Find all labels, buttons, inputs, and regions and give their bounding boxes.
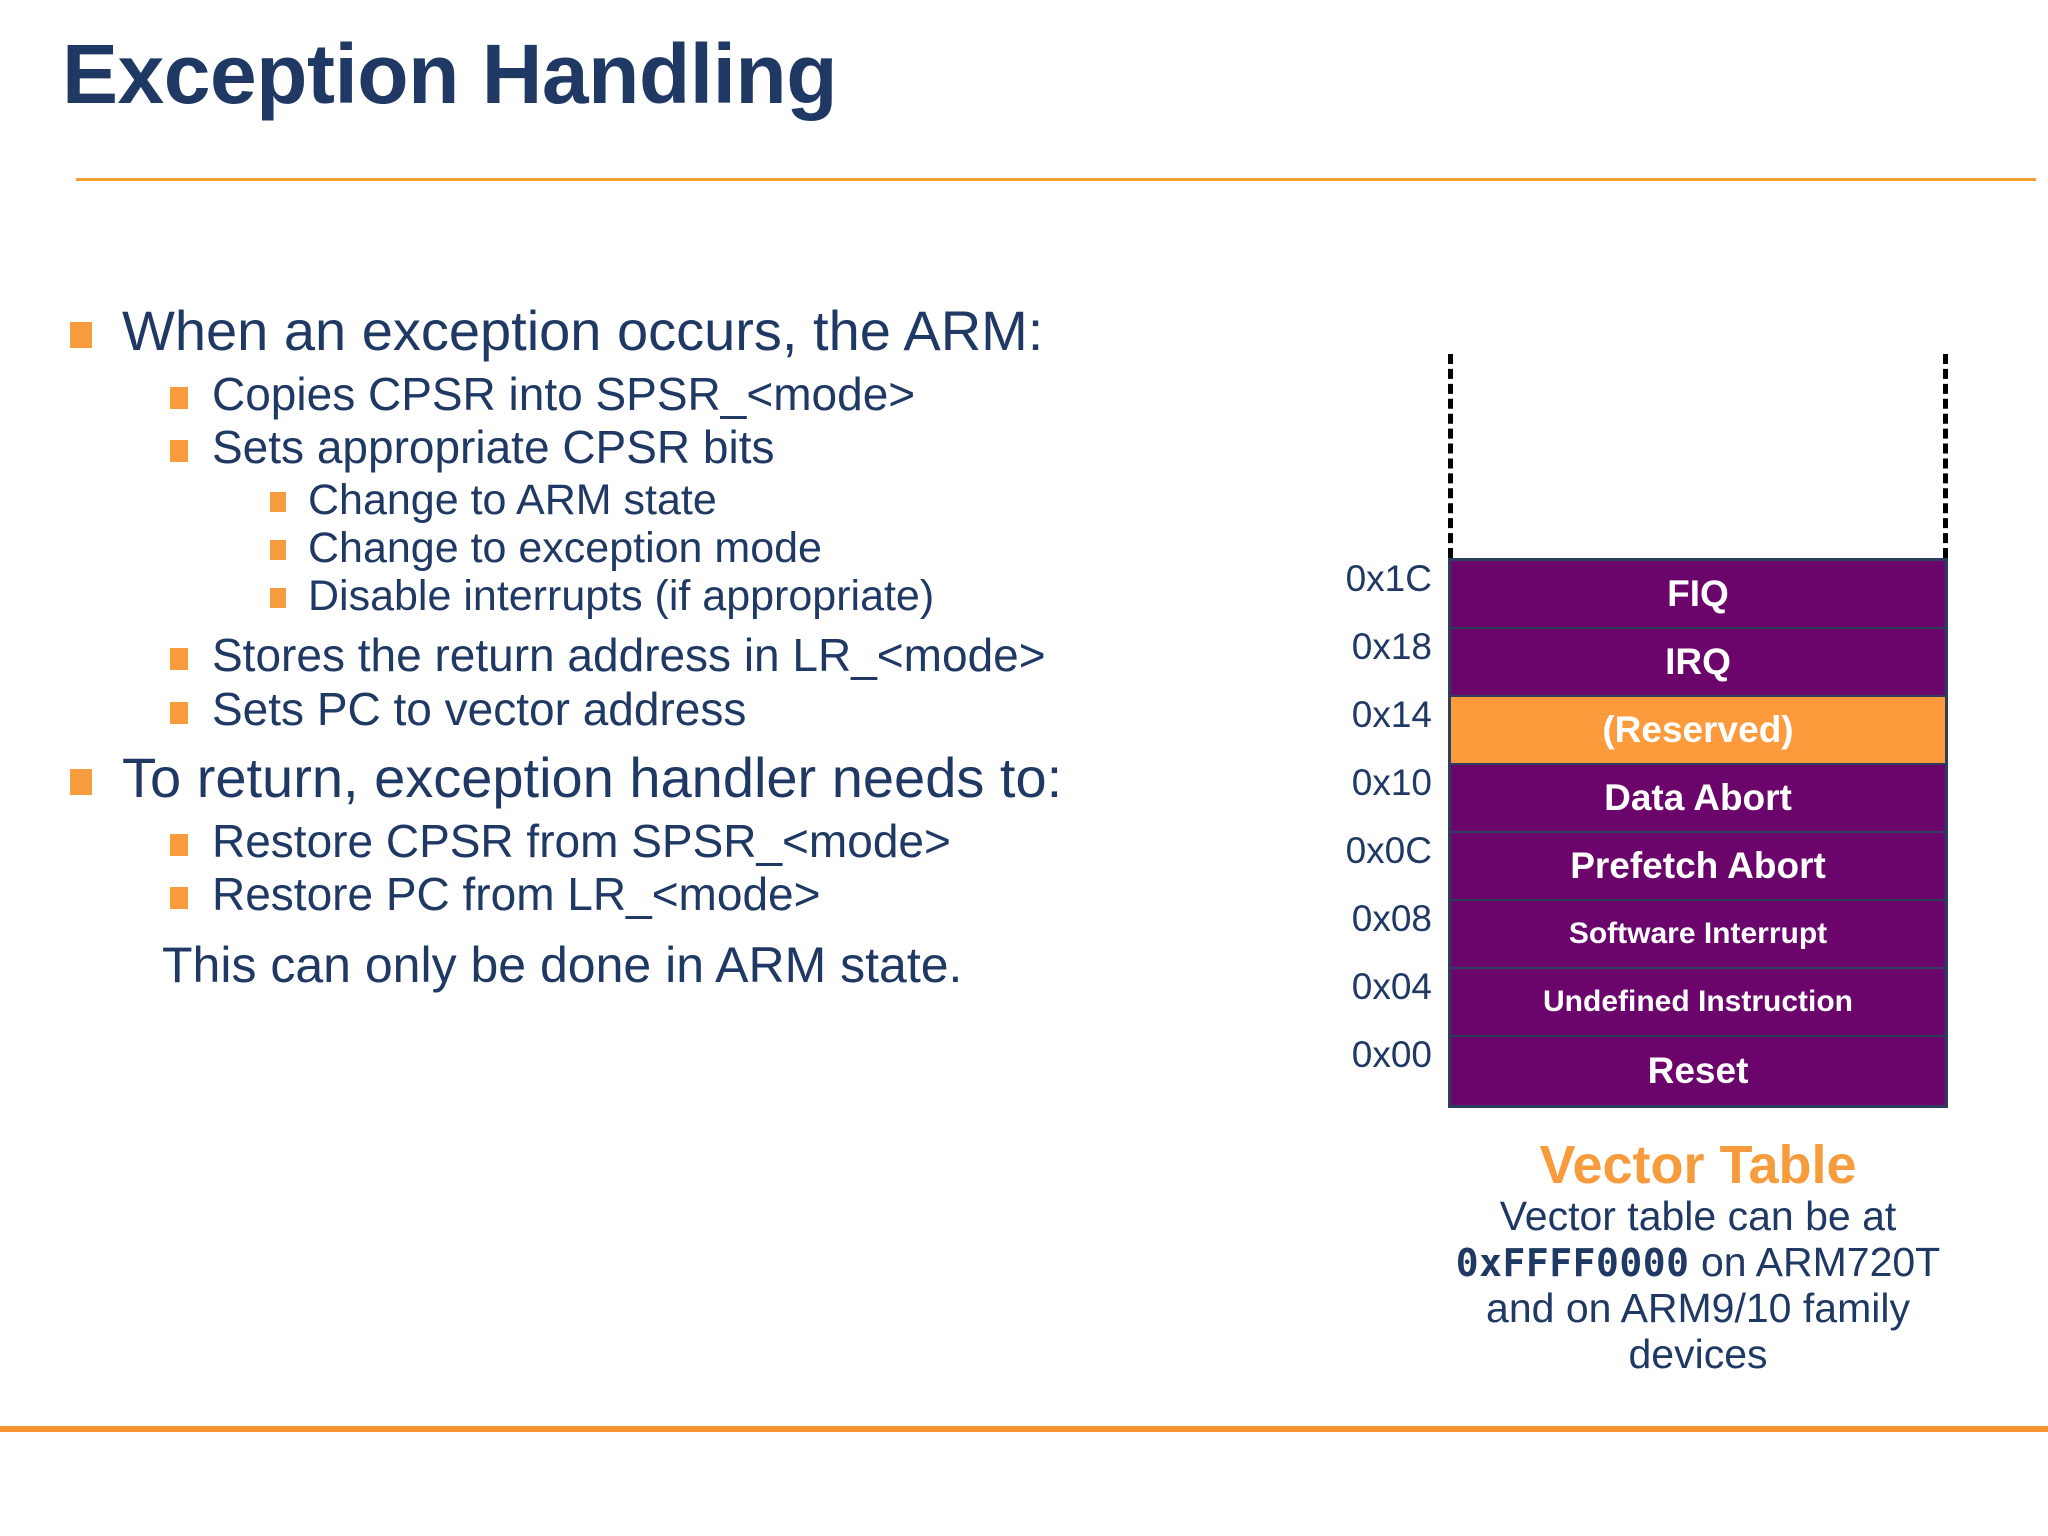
address-label: 0x18: [1351, 626, 1432, 667]
address-label: 0x08: [1351, 898, 1432, 939]
vector-table-graphic: FIQ IRQ (Reserved) Data Abort Prefetch A…: [1448, 354, 1948, 1108]
address-label: 0x1C: [1345, 558, 1432, 599]
caption-line-4: devices: [1628, 1331, 1768, 1378]
vector-row-undefined-instruction: Undefined Instruction: [1451, 969, 1945, 1037]
caption-title: Vector Table: [1539, 1135, 1857, 1195]
bullet-level2-restore-pc: Restore PC from LR_<mode>: [170, 869, 1390, 921]
bullet-level2-copies-cpsr: Copies CPSR into SPSR_<mode>: [170, 367, 1390, 421]
address-label: 0x04: [1351, 966, 1432, 1007]
caption-line-2-rest: on ARM720T: [1689, 1239, 1941, 1286]
spacer: [70, 923, 1390, 937]
vector-table: FIQ IRQ (Reserved) Data Abort Prefetch A…: [1448, 558, 1948, 1108]
bullet-square-icon: [70, 769, 92, 796]
caption-line-2: 0xFFFF0000 on ARM720T: [1428, 1239, 1968, 1286]
bullet-level2-restore-cpsr: Restore CPSR from SPSR_<mode>: [170, 814, 1390, 868]
title-underline-rule: [76, 178, 2036, 181]
bullet-square-icon: [170, 386, 188, 409]
bullet-text: Disable interrupts (if appropriate): [308, 572, 935, 621]
bullet-text: Change to ARM state: [308, 475, 717, 524]
vector-row-reserved: (Reserved): [1451, 697, 1945, 765]
bullet-text: Restore CPSR from SPSR_<mode>: [212, 814, 951, 867]
bullet-text: When an exception occurs, the ARM:: [122, 299, 1044, 362]
bullet-square-icon: [70, 322, 92, 348]
caption-line-3: and on ARM9/10 family: [1486, 1285, 1910, 1332]
vector-table-caption: Vector Table Vector table can be at 0xFF…: [1428, 1136, 1968, 1378]
bullet-level3-change-exception-mode: Change to exception mode: [270, 524, 1390, 572]
vector-row-data-abort: Data Abort: [1451, 765, 1945, 833]
bullet-text: Restore PC from LR_<mode>: [212, 868, 821, 921]
bullet-level2-stores-return-address: Stores the return address in LR_<mode>: [170, 630, 1390, 682]
bullet-level2-sets-pc-vector: Sets PC to vector address: [170, 682, 1390, 736]
bullet-text: Stores the return address in LR_<mode>: [212, 629, 1046, 682]
caption-line-1: Vector table can be at: [1499, 1193, 1897, 1240]
body-content: When an exception occurs, the ARM: Copie…: [70, 299, 1390, 995]
bullet-square-icon: [170, 887, 188, 910]
bullet-text: Sets appropriate CPSR bits: [212, 421, 775, 474]
caption-hex-address: 0xFFFF0000: [1455, 1241, 1690, 1286]
bullet-level1-to-return: To return, exception handler needs to:: [70, 747, 1390, 810]
dashed-line-left-icon: [1448, 354, 1453, 558]
bullet-level2-sets-cpsr-bits: Sets appropriate CPSR bits: [170, 422, 1390, 474]
bullet-text: Copies CPSR into SPSR_<mode>: [212, 367, 916, 420]
bullet-text: Change to exception mode: [308, 523, 822, 572]
vector-address-column: 0x1C 0x18 0x14 0x10 0x0C 0x08 0x04 0x00: [1296, 558, 1432, 1102]
page-title: Exception Handling: [62, 27, 838, 121]
dashed-line-right-icon: [1943, 354, 1948, 558]
vector-row-software-interrupt: Software Interrupt: [1451, 901, 1945, 969]
bullet-level3-change-arm-state: Change to ARM state: [270, 476, 1390, 524]
footer-rule: [0, 1426, 2048, 1432]
closing-statement: This can only be done in ARM state.: [162, 937, 963, 993]
bullet-square-icon: [170, 833, 188, 856]
address-label: 0x14: [1351, 694, 1432, 735]
bullet-square-icon: [270, 491, 286, 512]
vector-row-prefetch-abort: Prefetch Abort: [1451, 833, 1945, 901]
bullet-square-icon: [170, 648, 188, 671]
vector-table-continuation-dashes: [1448, 354, 1948, 558]
bullet-square-icon: [170, 440, 188, 463]
bullet-square-icon: [270, 539, 286, 560]
bullet-square-icon: [170, 701, 188, 724]
bullet-level1-when-exception: When an exception occurs, the ARM:: [70, 299, 1390, 363]
bullet-text: Sets PC to vector address: [212, 682, 747, 735]
address-label: 0x0C: [1345, 830, 1432, 871]
vector-row-irq: IRQ: [1451, 629, 1945, 697]
address-label: 0x10: [1351, 762, 1432, 803]
bullet-square-icon: [270, 588, 286, 609]
bullet-level3-disable-interrupts: Disable interrupts (if appropriate): [270, 572, 1390, 620]
vector-row-fiq: FIQ: [1451, 561, 1945, 629]
vector-row-reset: Reset: [1451, 1037, 1945, 1105]
address-label: 0x00: [1351, 1034, 1432, 1075]
bullet-text: To return, exception handler needs to:: [122, 746, 1063, 810]
